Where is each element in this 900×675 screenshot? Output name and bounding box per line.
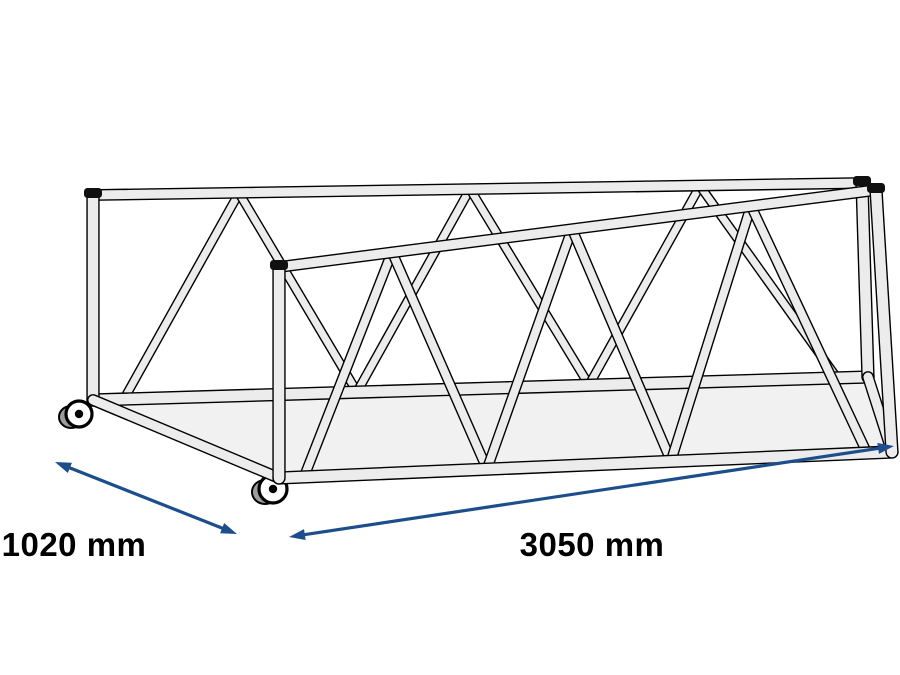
- arrowhead: [220, 522, 237, 534]
- truss-diagonal: [465, 184, 594, 390]
- truss-post: [855, 176, 875, 384]
- post-cap: [853, 176, 871, 186]
- truss-diagonal: [745, 200, 873, 459]
- length-dimension-label: 3050 mm: [520, 526, 665, 563]
- tube-fill: [747, 202, 871, 457]
- width-dimension-arrow: [55, 462, 237, 534]
- tube-fill: [870, 184, 898, 458]
- frame-drawing: [55, 176, 899, 541]
- tube-fill: [87, 371, 874, 406]
- tube-fill: [235, 189, 361, 396]
- truss-diagonal: [665, 200, 757, 467]
- tube-fill: [274, 185, 881, 272]
- post-cap: [867, 183, 885, 193]
- arrowhead: [877, 442, 894, 454]
- truss-diagonal: [386, 246, 493, 475]
- truss-diagonal: [566, 223, 677, 467]
- tube-fill: [88, 178, 867, 200]
- wheel-hub: [268, 484, 278, 494]
- truss-diagonal: [481, 223, 578, 475]
- truss-diagonal: [119, 188, 244, 404]
- front-side-truss: [272, 183, 899, 485]
- tube-fill: [568, 225, 675, 465]
- tube-fill: [88, 395, 284, 483]
- post-cap: [270, 260, 288, 270]
- arrowhead: [289, 529, 306, 541]
- tube-fill: [856, 177, 874, 383]
- end-bottom-rail: [87, 394, 285, 484]
- post-cap: [84, 188, 102, 198]
- wheel-hub: [74, 409, 84, 419]
- arrowhead: [55, 462, 72, 474]
- truss-bottom-chord: [272, 445, 899, 485]
- tube-fill: [120, 189, 243, 403]
- tube-fill: [483, 225, 576, 473]
- truss-top-chord: [273, 184, 882, 273]
- dimension-line: [299, 446, 884, 537]
- dimension-line: [64, 464, 228, 532]
- dimension-labels: 1020 mm 3050 mm: [2, 526, 665, 563]
- tube-fill: [388, 248, 491, 473]
- caster-wheel: [251, 473, 289, 505]
- length-dimension-arrow: [289, 442, 894, 541]
- truss-diagonal: [234, 188, 362, 397]
- tube-fill: [466, 185, 593, 389]
- truss-top-chord: [87, 177, 868, 201]
- truss-bottom-chord: [86, 370, 875, 407]
- width-dimension-label: 1020 mm: [2, 526, 147, 563]
- truss-diagonal: [298, 246, 398, 483]
- tube-fill: [273, 446, 898, 484]
- truss-post: [869, 183, 899, 459]
- caster-wheel: [58, 399, 94, 429]
- tube-fill: [300, 248, 396, 481]
- tube-fill: [667, 202, 755, 465]
